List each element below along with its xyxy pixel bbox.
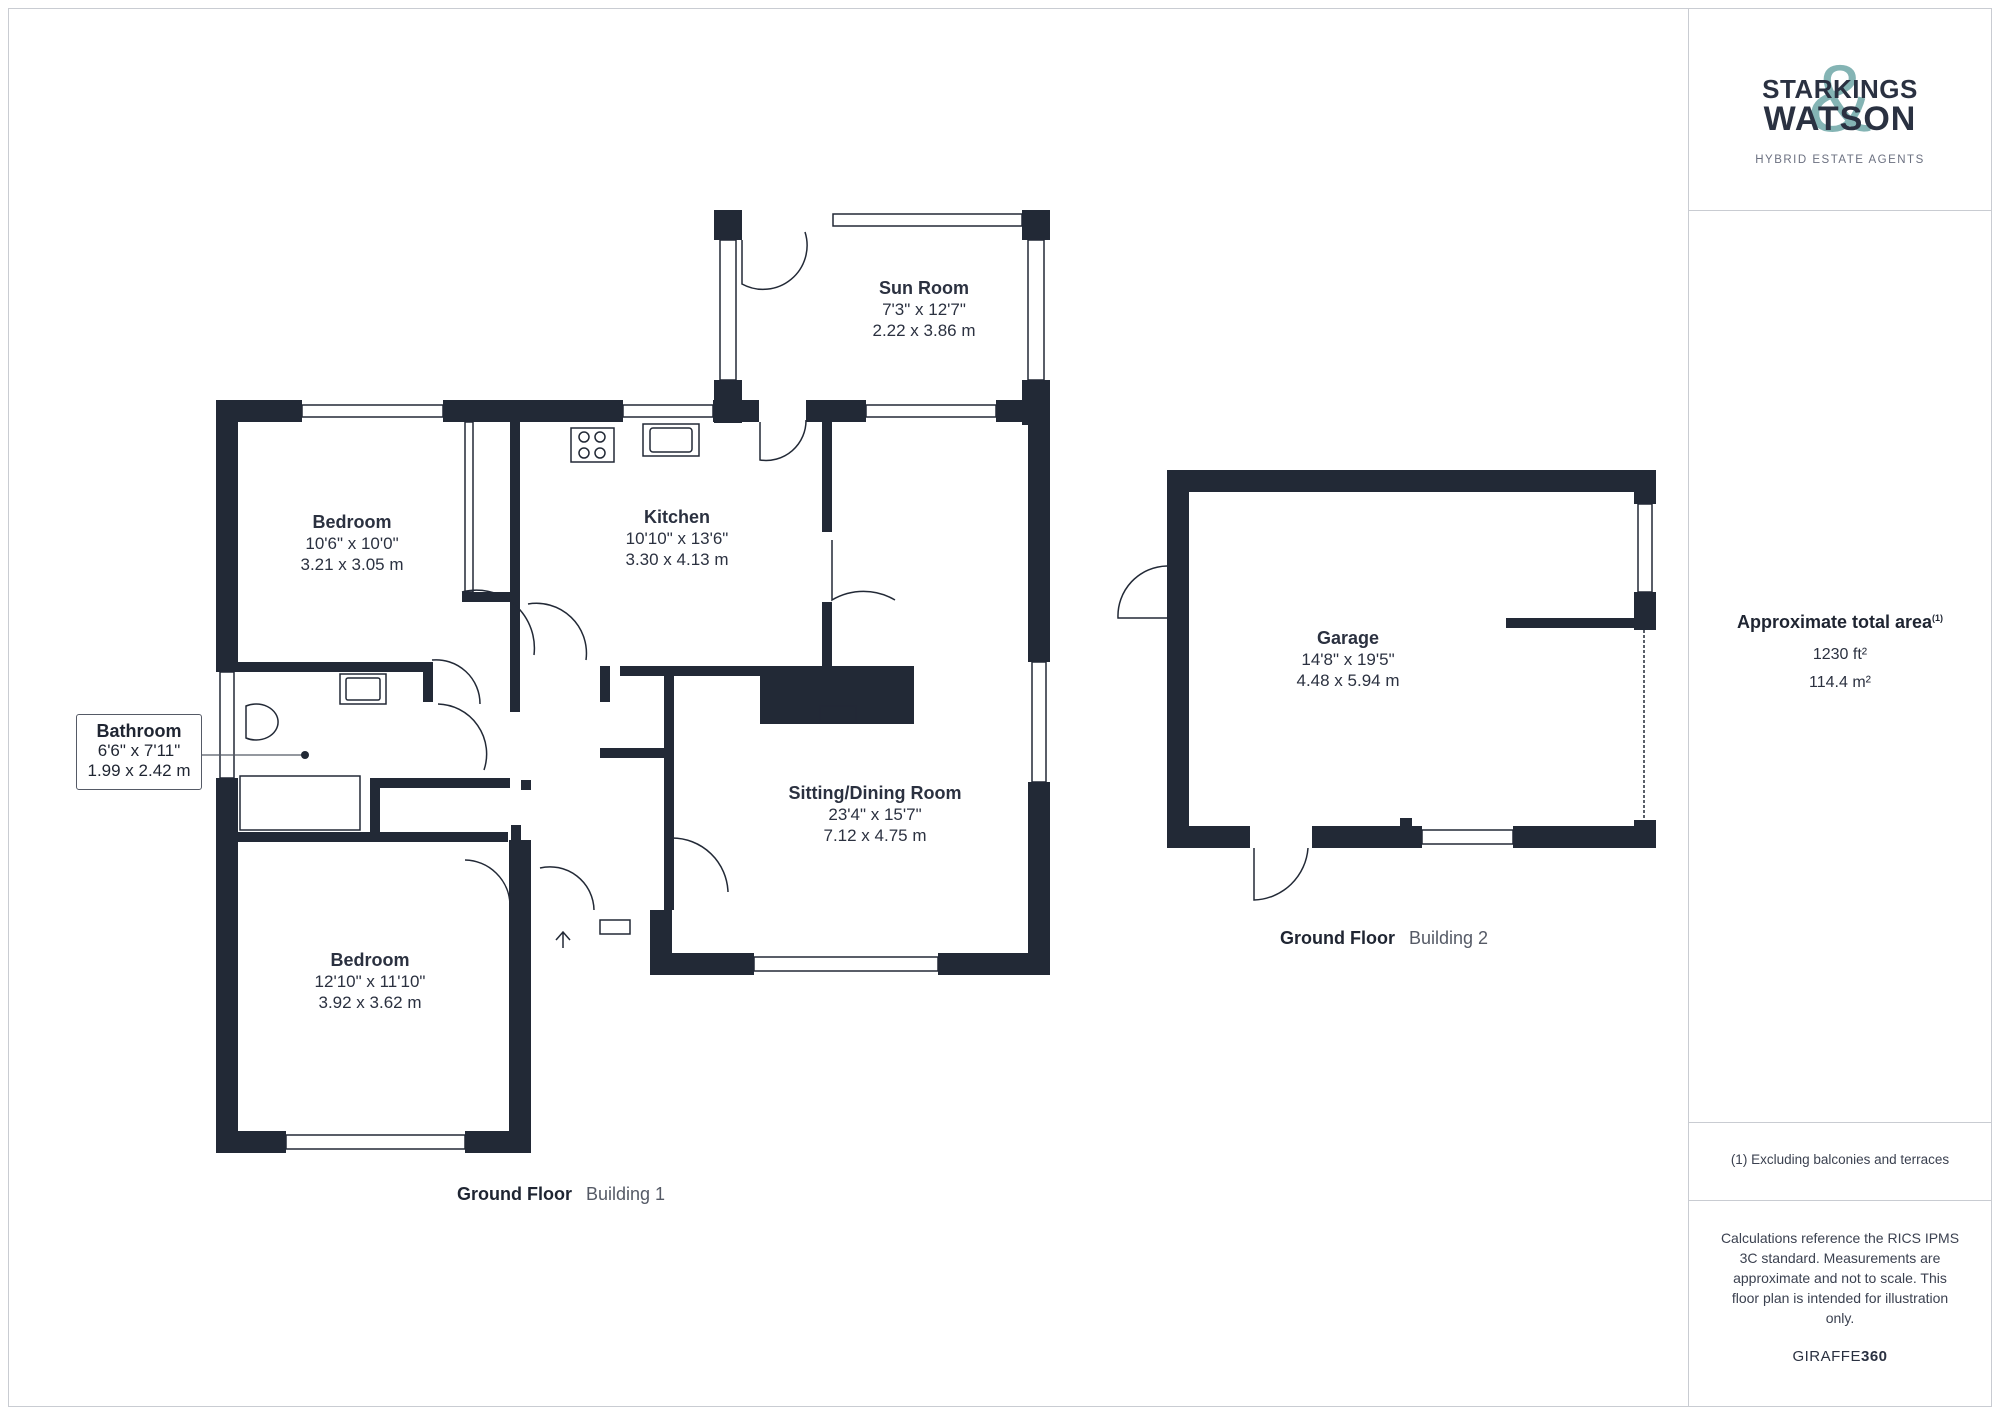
room-imperial: 10'10" x 13'6" [625, 529, 729, 548]
room-name: Bathroom [96, 721, 182, 741]
building-1-walls [216, 210, 1050, 1153]
room-sun-room: Sun Room 7'3" x 12'7" 2.22 x 3.86 m [872, 278, 975, 341]
total-area-title-text: Approximate total area [1736, 612, 1933, 632]
sidebar-divider [1689, 210, 1992, 211]
room-bedroom-1: Bedroom 10'6" x 10'0" 3.21 x 3.05 m [300, 512, 403, 575]
room-imperial: 12'10" x 11'10" [314, 972, 426, 991]
room-kitchen: Kitchen 10'10" x 13'6" 3.30 x 4.13 m [625, 507, 728, 570]
room-name: Bedroom [312, 512, 392, 532]
room-imperial: 23'4" x 15'7" [828, 805, 922, 824]
logo-line-2: WATSON [1763, 100, 1917, 138]
logo-line-1: STARKINGS [1762, 74, 1918, 104]
footnote-mark: (1) [1932, 613, 1944, 623]
building-1-openings [219, 213, 1047, 1150]
brand-part-1: GIRAFFE [1792, 1348, 1861, 1365]
building-name: Building 1 [585, 1184, 666, 1204]
drawing-frame [8, 8, 1992, 1407]
brand-part-2: 360 [1860, 1348, 1888, 1365]
floor-plan [202, 210, 1656, 1153]
total-area-sqft: 1230 ft² [1812, 646, 1868, 663]
floor-label-building-1: Ground Floor Building 1 [457, 1184, 665, 1205]
room-metric: 3.92 x 3.62 m [318, 993, 422, 1012]
info-sidebar [1688, 8, 1992, 1407]
logo-tagline: HYBRID ESTATE AGENTS [1755, 154, 1925, 166]
room-name: Sitting/Dining Room [788, 783, 962, 803]
room-name: Sun Room [878, 278, 969, 298]
logo-ampersand: & [1807, 45, 1873, 152]
room-metric: 3.21 x 3.05 m [300, 555, 404, 574]
building-2-walls [1167, 470, 1656, 848]
floor-label-building-2: Ground Floor Building 2 [1280, 928, 1488, 949]
room-sitting-dining: Sitting/Dining Room 23'4" x 15'7" 7.12 x… [789, 783, 962, 846]
room-imperial: 14'8" x 19'5" [1301, 650, 1395, 669]
room-name: Garage [1316, 628, 1380, 648]
room-imperial: 6'6" x 7'11" [97, 741, 181, 760]
sidebar-divider [1689, 1200, 1992, 1201]
floor-name: Ground Floor [1280, 928, 1395, 948]
footnote-text: (1) Excluding balconies and terraces [1730, 1152, 1950, 1167]
room-metric: 4.48 x 5.94 m [1296, 671, 1400, 690]
room-name: Bedroom [330, 950, 410, 970]
room-metric: 1.99 x 2.42 m [87, 761, 191, 780]
room-garage: Garage 14'8" x 19'5" 4.48 x 5.94 m [1296, 628, 1399, 691]
disclaimer-text: Calculations reference the RICS IPMS 3C … [1720, 1230, 1960, 1326]
room-imperial: 7'3" x 12'7" [882, 300, 966, 319]
giraffe360-brand: GIRAFFE360 [1688, 1348, 1992, 1365]
sidebar-divider [1689, 1122, 1992, 1123]
total-area-title: Approximate total area(1) [1688, 612, 1992, 633]
room-metric: 2.22 x 3.86 m [872, 321, 976, 340]
floor-name: Ground Floor [457, 1184, 572, 1204]
room-name: Kitchen [643, 507, 711, 527]
agency-logo: & STARKINGS WATSON HYBRID ESTATE AGENTS [1688, 45, 1992, 180]
bathroom-pointer-dot [301, 751, 309, 759]
building-name: Building 2 [1408, 928, 1489, 948]
room-metric: 7.12 x 4.75 m [823, 826, 927, 845]
room-bedroom-2: Bedroom 12'10" x 11'10" 3.92 x 3.62 m [315, 950, 426, 1013]
room-metric: 3.30 x 4.13 m [625, 550, 729, 569]
room-imperial: 10'6" x 10'0" [305, 534, 399, 553]
building-2-openings [1117, 503, 1653, 901]
total-area-sqm: 114.4 m² [1809, 674, 1871, 691]
room-bathroom-callout: Bathroom 6'6" x 7'11" 1.99 x 2.42 m [76, 714, 202, 790]
